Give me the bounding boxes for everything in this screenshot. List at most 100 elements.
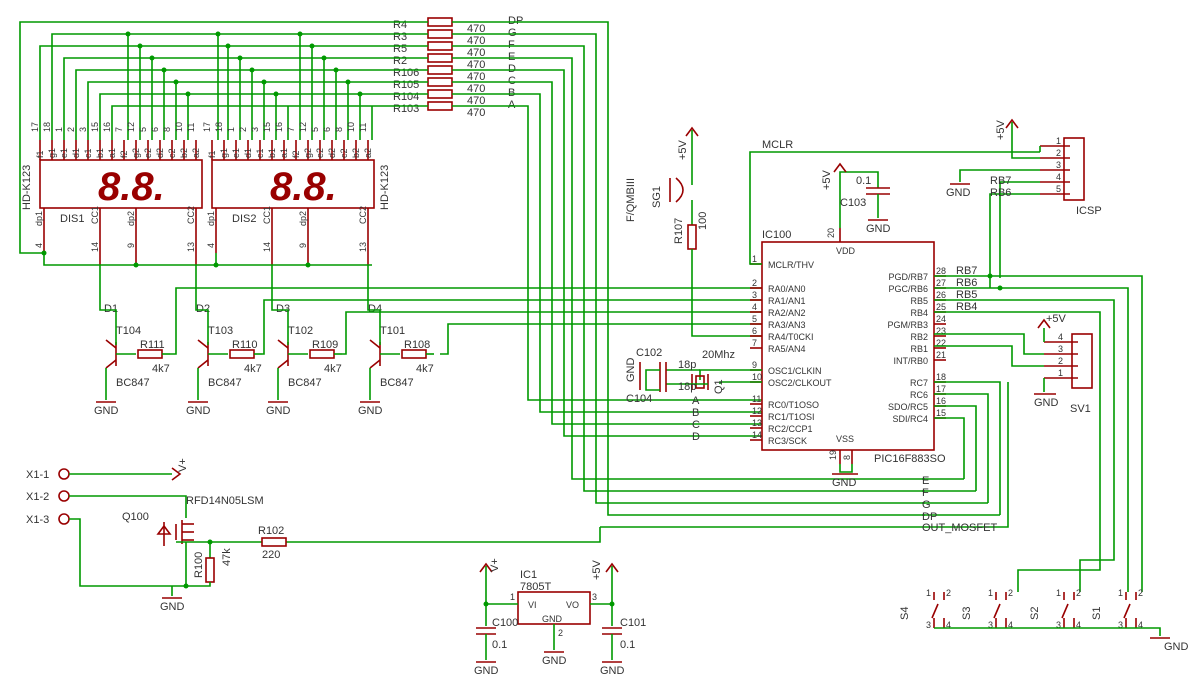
switch-actuator[interactable]	[993, 603, 1001, 619]
display-pin-number: 14	[262, 242, 272, 252]
switch-pin: 2	[1076, 588, 1081, 598]
bus-label: G	[922, 499, 931, 511]
display-dis1: 8.8. DIS1 HD-K123 dp1 CC1 dp2 CC2 4 14 9…	[21, 159, 203, 265]
display-digits: 8.8.	[270, 165, 337, 209]
supply-label: V+	[177, 458, 189, 472]
mcu-pin-number: 16	[936, 396, 946, 406]
bus-label: A	[692, 395, 700, 407]
transistor-type: BC847	[116, 377, 150, 389]
display-pin-label: CC1	[262, 206, 272, 224]
mcu-pin-name: RB5	[910, 296, 928, 306]
display-pin-label: e2	[143, 148, 153, 158]
driver-label: D2	[196, 303, 210, 315]
cap-ref: C101	[620, 617, 646, 629]
display-pin-label: b2	[179, 148, 189, 158]
display-pin-number: 8	[162, 127, 172, 132]
switch-pin: 4	[1008, 620, 1013, 630]
mcu-pin-number: 18	[936, 372, 946, 382]
header-pin: 2	[1056, 148, 1061, 158]
switch-pin: 3	[1056, 620, 1061, 630]
gnd-label: GND	[625, 358, 637, 383]
mcu-pin-number: 19	[828, 450, 838, 460]
switch-pin: 1	[1056, 588, 1061, 598]
gnd-label: GND	[1034, 397, 1059, 409]
transistor-collector	[197, 339, 209, 349]
switch-actuator[interactable]	[1061, 603, 1069, 619]
display-pin-number: 17	[30, 122, 40, 132]
mcu-pin-name: PGC/RB6	[888, 284, 928, 294]
gnd-label: GND	[474, 665, 499, 677]
resistor-value: 4k7	[416, 363, 434, 375]
driver-label: D1	[104, 303, 118, 315]
mcu-ic100: IC100 PIC16F883SO VDD VSS 20 19 8	[761, 228, 946, 465]
header-pin: 1	[1058, 368, 1063, 378]
connector-pin[interactable]: X1-2	[26, 491, 49, 503]
mcu-pin-number: 20	[826, 228, 836, 238]
mcu-pin-number: 26	[936, 290, 946, 300]
mcu-pin-number: 8	[842, 455, 852, 460]
mcu-pin-name: OSC2/CLKOUT	[768, 378, 832, 388]
display-pin-label: f1	[35, 150, 45, 158]
gnd-label: GND	[186, 405, 211, 417]
display-pin-number: 6	[150, 127, 160, 132]
mcu-pin-name: MCLR/THV	[768, 260, 814, 270]
regulator-ic1: IC1 7805T VI VO GND 1 3 2 V+ +5V GND GND…	[474, 558, 646, 677]
connector-pin[interactable]: X1-3	[26, 514, 49, 526]
mcu-pin-number: 3	[752, 290, 757, 300]
resistor-value: 470	[467, 71, 485, 83]
mcu-pin-number: 6	[752, 326, 757, 336]
display-pin-number: 14	[90, 242, 100, 252]
cap-ref: C104	[626, 393, 652, 405]
resistor-ref: R2	[393, 55, 407, 67]
gnd-label: GND	[866, 223, 891, 235]
connector-pin[interactable]: X1-1	[26, 469, 49, 481]
mcu-pin-name: OSC1/CLKIN	[768, 366, 822, 376]
display-pin-label: g2	[303, 148, 313, 158]
resistor-value: 220	[262, 549, 280, 561]
cap-value: 0.1	[492, 639, 507, 651]
display-pin-label: a2	[191, 148, 201, 158]
bus-label: E	[922, 475, 929, 487]
display-pin-number: 13	[186, 242, 196, 252]
mcu-pin-name: RA3/AN3	[768, 320, 806, 330]
mcu-pin-number: 22	[936, 338, 946, 348]
resistor-ref: R109	[312, 339, 338, 351]
display-pin-label: CC1	[90, 206, 100, 224]
display-pin-number: 5	[138, 127, 148, 132]
switch-actuator[interactable]	[1123, 603, 1131, 619]
regulator-gnd: GND	[542, 614, 563, 624]
transistor-emitter	[105, 359, 117, 369]
c103-supply: +5V GND 0.1 C103	[821, 162, 891, 235]
header-pin: 3	[1058, 344, 1063, 354]
display-pin-label: g1	[47, 148, 57, 158]
mcu-pin-number: 5	[752, 314, 757, 324]
mcu-vdd-label: VDD	[836, 246, 856, 256]
regulator-vi: VI	[528, 600, 537, 610]
cap-value: 18p	[678, 359, 696, 371]
mcu-pin-name: RB1	[910, 344, 928, 354]
display-pin-number: 8	[334, 127, 344, 132]
display-pin-label: b1	[95, 148, 105, 158]
resistor-value: 4k7	[152, 363, 170, 375]
net-label: RB7	[990, 175, 1011, 187]
display-pin-number: 16	[274, 122, 284, 132]
switch-actuator[interactable]	[931, 603, 939, 619]
icsp-header: ICSP 1 2 3 4 5 +5V GND RB7 RB6	[946, 118, 1102, 288]
display-pin-label: dp2	[126, 211, 136, 226]
mcu-pin-number: 9	[752, 360, 757, 370]
gnd-label: GND	[94, 405, 119, 417]
mcu-pin-name: RA5/AN4	[768, 344, 806, 354]
base-resistor	[309, 349, 335, 359]
resistor-value: 470	[467, 83, 485, 95]
transistor-type: BC847	[288, 377, 322, 389]
power-connector: X1-1 X1-2 X1-3 V+	[26, 458, 189, 587]
display-pin-number: 10	[346, 122, 356, 132]
mcu-pin-number: 17	[936, 384, 946, 394]
display-pin-number: 18	[214, 122, 224, 132]
display-pin-number: 9	[126, 243, 136, 248]
display-digits: 8.8.	[98, 165, 165, 209]
switch-pin: 1	[1118, 588, 1123, 598]
buzzer: SG1 F/QMBIII +5V R107 100	[625, 126, 762, 337]
display-pin-label: CC2	[358, 206, 368, 224]
